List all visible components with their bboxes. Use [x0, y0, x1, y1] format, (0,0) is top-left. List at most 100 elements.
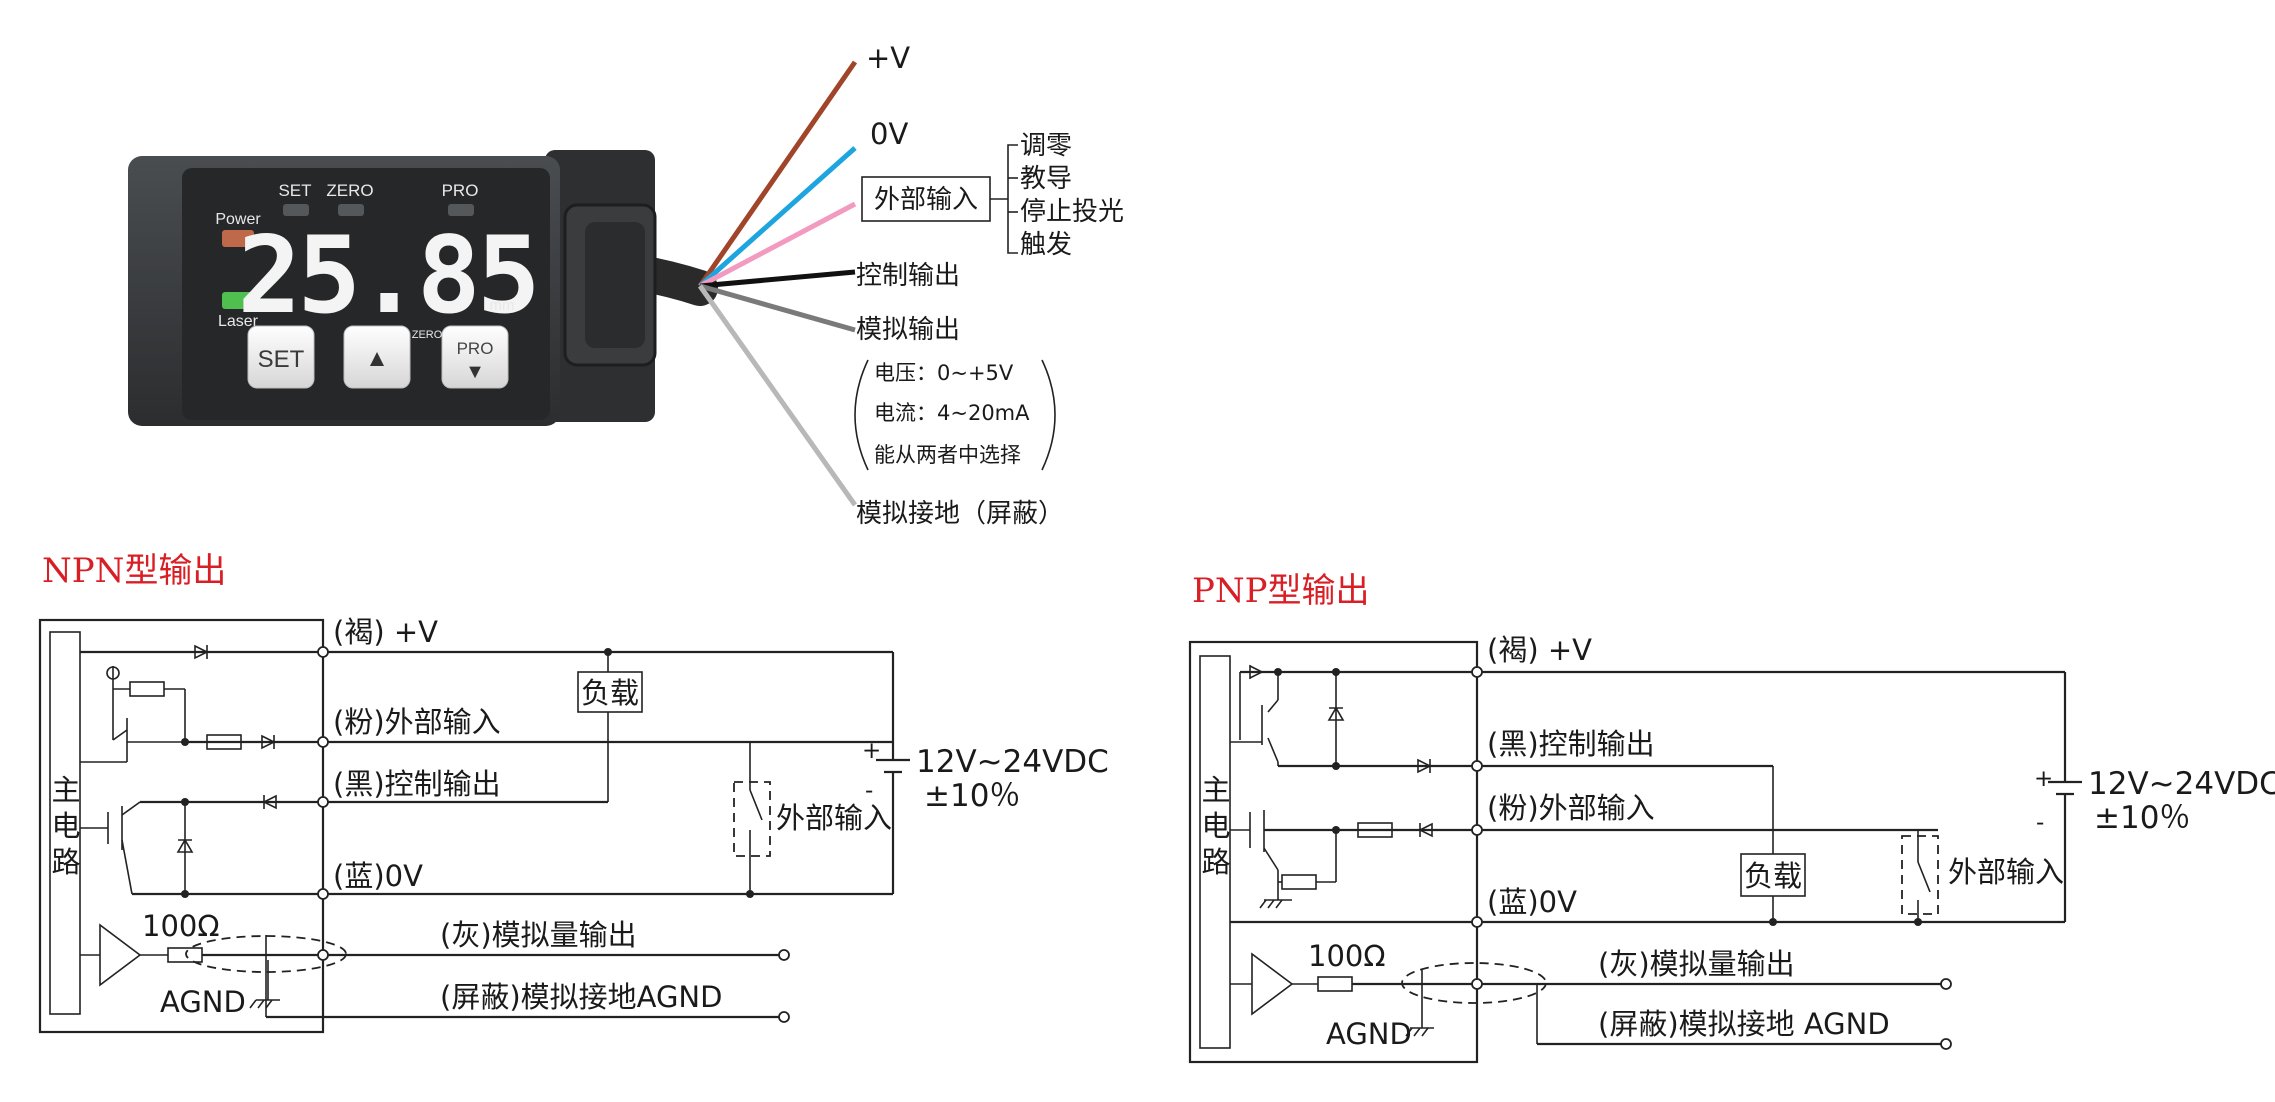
- pnp-supply-tolerance: ±10％: [2094, 800, 2190, 836]
- pnp-label-analog-gnd: (屏蔽)模拟接地 AGND: [1598, 1007, 1890, 1041]
- laser-led: [222, 292, 254, 309]
- npn-supply-tolerance: ±10％: [924, 778, 1020, 814]
- pnp-label-ext-input: (粉)外部输入: [1487, 791, 1655, 825]
- pnp-amplifier: [1251, 952, 1294, 1016]
- pnp-circuit: PNP型输出 主 电 路 (褐) +V (黑)控制输出: [1188, 571, 2275, 1064]
- pnp-switch-label: 外部输入: [1948, 855, 2064, 889]
- function-teach: 教导: [1020, 164, 1072, 194]
- npn-label-ctrl-output: (黑)控制输出: [333, 767, 501, 801]
- pnp-supply-voltage: 12V~24VDC: [2088, 766, 2275, 802]
- power-led: [222, 230, 254, 247]
- label-laser: Laser: [218, 313, 259, 330]
- wire-label-analog-output: 模拟输出: [856, 315, 960, 345]
- npn-supply-plus: +: [862, 738, 881, 764]
- pnp-main-circuit-bar: [1199, 655, 1231, 1049]
- npn-agnd-label: AGND: [160, 985, 246, 1019]
- npn-title: NPN型输出: [42, 551, 226, 591]
- set-button[interactable]: SET: [247, 325, 315, 389]
- npn-shield: [185, 935, 347, 973]
- function-stop-emission: 停止投光: [1020, 197, 1124, 227]
- label-zero-small: ZERO: [412, 329, 443, 341]
- pnp-switch-box: [1901, 835, 1939, 915]
- npn-label-ext-input: (粉)外部输入: [333, 705, 501, 739]
- sensor-amplifier: SET ZERO PRO Power Laser 25.85 mm SET ▲ …: [128, 150, 718, 426]
- npn-resistor-1: [129, 681, 165, 697]
- notes-left-paren: [854, 359, 869, 471]
- npn-resistor-label: 100Ω: [142, 909, 220, 943]
- wire-label-external-input: 外部输入: [874, 185, 978, 215]
- label-power: Power: [215, 211, 261, 228]
- pnp-main-char-3: 路: [1201, 845, 1230, 879]
- pnp-shield: [1401, 962, 1547, 1004]
- wire-label-zero-v: 0V: [870, 117, 908, 151]
- pnp-label-analog-out: (灰)模拟量输出: [1598, 947, 1795, 981]
- set-indicator: [283, 204, 309, 216]
- wire-gray: [699, 283, 856, 333]
- wire-label-plus-v: +V: [866, 41, 910, 75]
- display-value: 25.85: [237, 214, 536, 337]
- function-trigger: 触发: [1020, 230, 1072, 260]
- npn-load-label: 负载: [581, 676, 639, 710]
- wire-pink: [698, 201, 857, 289]
- npn-label-analog-gnd: (屏蔽)模拟接地AGND: [440, 980, 722, 1014]
- label-pro: PRO: [442, 181, 479, 200]
- pnp-title: PNP型输出: [1192, 571, 1370, 611]
- pro-button[interactable]: PRO ▼: [441, 325, 509, 389]
- svg-text:PRO: PRO: [457, 339, 494, 358]
- pnp-diode-out: [1417, 758, 1432, 774]
- pnp-diode-ext: [1418, 822, 1433, 838]
- pnp-resistor-100: [1317, 976, 1353, 992]
- pnp-load-label: 负载: [1744, 859, 1802, 893]
- npn-diode-v: [194, 644, 209, 660]
- npn-supply-minus: -: [865, 778, 873, 804]
- npn-zener: [176, 838, 194, 853]
- display-unit: mm: [490, 297, 515, 314]
- pnp-zener: [1327, 706, 1345, 721]
- pnp-supply-minus: -: [2036, 810, 2044, 836]
- analog-note-voltage: 电压：0~+5V: [874, 361, 1014, 385]
- npn-main-char-3: 路: [51, 845, 80, 879]
- analog-note-selectable: 能从两者中选择: [874, 443, 1021, 467]
- npn-main-char-2: 电: [51, 809, 80, 843]
- wire-brown: [697, 60, 858, 288]
- npn-main-char-1: 主: [51, 773, 80, 807]
- wire-label-analog-ground: 模拟接地（屏蔽）: [856, 499, 1064, 529]
- analog-note-current: 电流：4~20mA: [874, 401, 1030, 425]
- pnp-main-char-2: 电: [1201, 809, 1230, 843]
- npn-resistor-2: [206, 734, 242, 750]
- label-zero: ZERO: [326, 181, 373, 200]
- pnp-main-char-1: 主: [1201, 773, 1230, 807]
- pnp-label-ctrl-output: (黑)控制输出: [1487, 727, 1655, 761]
- pnp-agnd-label: AGND: [1326, 1017, 1412, 1051]
- up-button[interactable]: ▲: [343, 325, 411, 389]
- npn-label-analog-out: (灰)模拟量输出: [440, 918, 637, 952]
- npn-label-zero-v: (蓝)0V: [333, 859, 423, 893]
- label-set: SET: [278, 181, 311, 200]
- pnp-device-box: [1188, 640, 1479, 1064]
- npn-diode-ext: [261, 734, 276, 750]
- npn-resistor-100: [167, 947, 203, 963]
- pnp-resistor-label: 100Ω: [1308, 939, 1386, 973]
- cable-wires: [697, 60, 858, 507]
- pnp-resistor-2: [1357, 822, 1393, 838]
- notes-right-paren: [1041, 359, 1056, 471]
- pnp-label-zero-v: (蓝)0V: [1487, 885, 1577, 919]
- wire-black: [699, 269, 856, 289]
- function-zero: 调零: [1020, 131, 1072, 161]
- npn-switch-label: 外部输入: [776, 801, 892, 835]
- pro-indicator: [448, 204, 474, 216]
- npn-main-circuit-bar: [49, 631, 81, 1015]
- wire-blue: [698, 146, 857, 288]
- pnp-resistor-1: [1281, 874, 1317, 890]
- npn-label-plus-v: (褐) +V: [333, 615, 438, 649]
- svg-text:SET: SET: [258, 346, 305, 373]
- npn-switch-box: [733, 781, 771, 857]
- pnp-supply-plus: +: [2034, 766, 2053, 792]
- npn-amplifier: [99, 923, 142, 987]
- function-bracket: [1007, 144, 1018, 254]
- zero-indicator: [338, 204, 364, 216]
- pnp-diode-v: [1249, 664, 1264, 680]
- pnp-label-plus-v: (褐) +V: [1487, 633, 1592, 667]
- down-arrow-icon: ▼: [465, 361, 485, 383]
